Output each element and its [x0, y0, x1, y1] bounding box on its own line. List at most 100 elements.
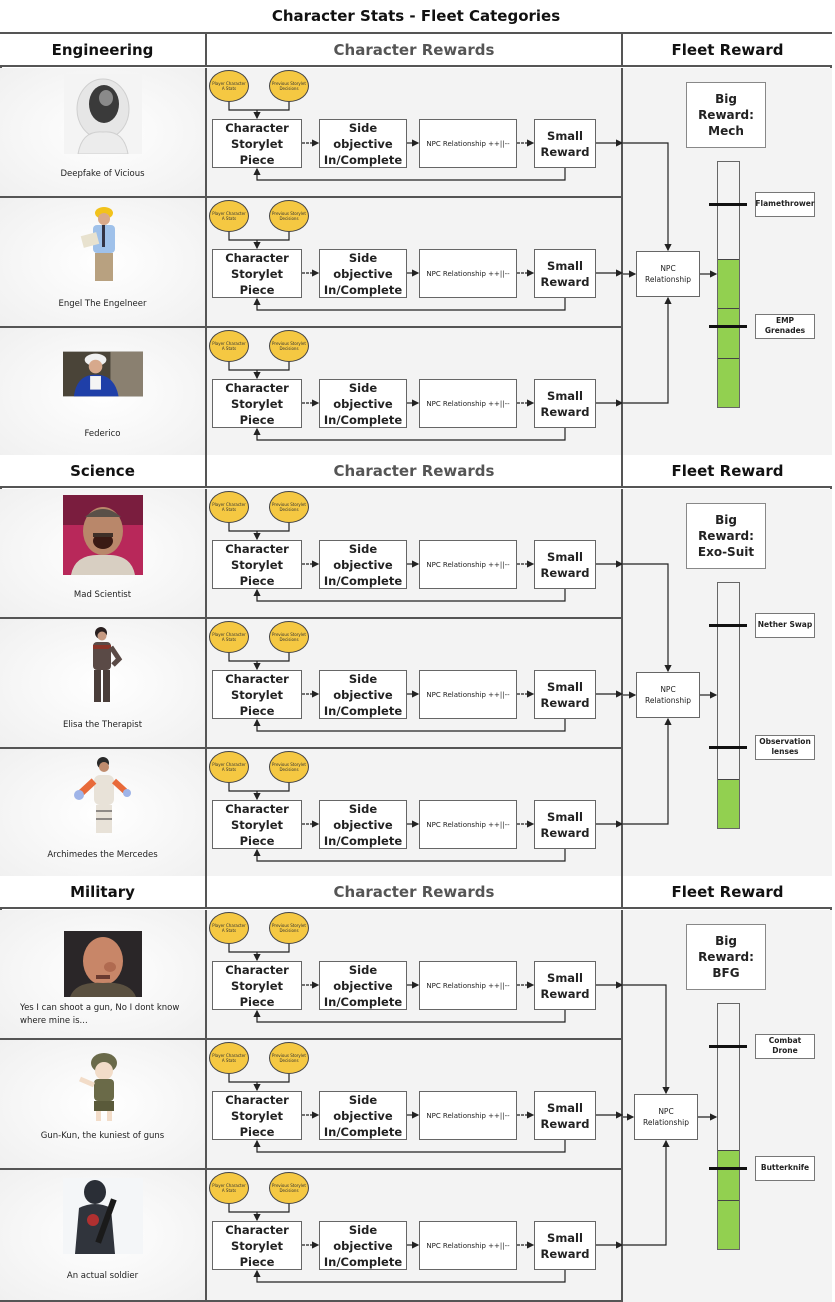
side-objective-box: Side objective In/Complete	[319, 670, 407, 719]
big-reward-box: Big Reward: Exo-Suit	[686, 503, 766, 569]
character-reward-flow: Player Character A Stats Previous Storyl…	[207, 1040, 624, 1170]
character-portrait	[63, 625, 143, 705]
character-rewards-header: Character Rewards	[207, 876, 623, 909]
side-objective-box: Side objective In/Complete	[319, 540, 407, 589]
npc-relationship-change-box: NPC Relationship ++||--	[419, 249, 517, 298]
character-card: Elisa the Therapist	[0, 619, 207, 749]
progress-segment-filled	[718, 778, 739, 828]
progress-segment-filled	[718, 357, 739, 407]
character-rewards-header: Character Rewards	[207, 34, 623, 67]
character-rewards-header: Character Rewards	[207, 455, 623, 488]
character-name: Elisa the Therapist	[62, 720, 143, 730]
fleet-progress-meter	[717, 582, 740, 829]
storylet-piece-box: Character Storylet Piece	[212, 800, 302, 849]
milestone-tick	[709, 1044, 747, 1048]
input-player-stats-oval: Player Character A Stats	[209, 621, 249, 653]
storylet-piece-box: Character Storylet Piece	[212, 1221, 302, 1270]
side-objective-box: Side objective In/Complete	[319, 379, 407, 428]
character-name: Yes I can shoot a gun, No I dont know wh…	[20, 1003, 180, 1026]
input-previous-decisions-oval: Previous Storylet Decisions	[269, 751, 309, 783]
progress-segment-filled	[718, 1150, 739, 1200]
progress-segment-filled	[718, 1199, 739, 1249]
side-objective-box: Side objective In/Complete	[319, 1221, 407, 1270]
character-portrait	[63, 755, 143, 835]
character-portrait	[62, 495, 143, 575]
npc-relationship-change-box: NPC Relationship ++||--	[419, 540, 517, 589]
side-objective-box: Side objective In/Complete	[319, 249, 407, 298]
small-reward-box: Small Reward	[534, 379, 596, 428]
character-card: Archimedes the Mercedes	[0, 749, 207, 881]
input-previous-decisions-oval: Previous Storylet Decisions	[269, 491, 309, 523]
category-section-military: Military Character Rewards Fleet Reward …	[0, 876, 832, 1302]
npc-relationship-change-box: NPC Relationship ++||--	[419, 119, 517, 168]
milestone-tick	[709, 324, 747, 328]
storylet-piece-box: Character Storylet Piece	[212, 379, 302, 428]
small-reward-box: Small Reward	[534, 119, 596, 168]
character-portrait	[62, 1176, 143, 1256]
fleet-reward-header: Fleet Reward	[623, 455, 832, 488]
npc-relationship-change-box: NPC Relationship ++||--	[419, 1221, 517, 1270]
character-reward-flow: Player Character A Stats Previous Storyl…	[207, 489, 624, 619]
input-previous-decisions-oval: Previous Storylet Decisions	[269, 1042, 309, 1074]
milestone-reward-box: Observation lenses	[755, 734, 815, 760]
fleet-reward-header: Fleet Reward	[623, 34, 832, 67]
input-player-stats-oval: Player Character A Stats	[209, 751, 249, 783]
character-card: Deepfake of Vicious	[0, 68, 207, 198]
input-previous-decisions-oval: Previous Storylet Decisions	[269, 621, 309, 653]
fleet-progress-meter	[717, 161, 740, 408]
character-portrait	[63, 924, 143, 1004]
big-reward-box: Big Reward: BFG	[686, 924, 766, 990]
milestone-reward-box: Combat Drone	[755, 1033, 815, 1059]
storylet-piece-box: Character Storylet Piece	[212, 249, 302, 298]
character-reward-flow: Player Character A Stats Previous Storyl…	[207, 910, 624, 1040]
progress-segment-filled	[718, 258, 739, 309]
npc-relationship-box: NPC Relationship	[636, 251, 700, 297]
npc-relationship-change-box: NPC Relationship ++||--	[419, 1091, 517, 1140]
character-card: Engel The Engelneer	[0, 198, 207, 328]
big-reward-box: Big Reward: Mech	[686, 82, 766, 148]
character-name: Mad Scientist	[73, 590, 132, 600]
character-name: Archimedes the Mercedes	[47, 850, 158, 860]
input-player-stats-oval: Player Character A Stats	[209, 200, 249, 232]
side-objective-box: Side objective In/Complete	[319, 800, 407, 849]
small-reward-box: Small Reward	[534, 800, 596, 849]
character-reward-flow: Player Character A Stats Previous Storyl…	[207, 68, 624, 198]
npc-relationship-box: NPC Relationship	[634, 1094, 698, 1140]
character-reward-flow: Player Character A Stats Previous Storyl…	[207, 749, 624, 881]
input-previous-decisions-oval: Previous Storylet Decisions	[269, 70, 309, 102]
input-player-stats-oval: Player Character A Stats	[209, 330, 249, 362]
character-name: Engel The Engelneer	[58, 299, 147, 309]
storylet-piece-box: Character Storylet Piece	[212, 1091, 302, 1140]
milestone-tick	[709, 1166, 747, 1170]
input-player-stats-oval: Player Character A Stats	[209, 70, 249, 102]
character-card: Yes I can shoot a gun, No I dont know wh…	[0, 910, 207, 1040]
storylet-piece-box: Character Storylet Piece	[212, 670, 302, 719]
side-objective-box: Side objective In/Complete	[319, 961, 407, 1010]
character-reward-flow: Player Character A Stats Previous Storyl…	[207, 198, 624, 328]
milestone-reward-box: EMP Grenades	[755, 313, 815, 339]
side-objective-box: Side objective In/Complete	[319, 1091, 407, 1140]
character-name: An actual soldier	[66, 1271, 139, 1281]
npc-relationship-box: NPC Relationship	[636, 672, 700, 718]
npc-relationship-change-box: NPC Relationship ++||--	[419, 800, 517, 849]
character-portrait	[63, 74, 143, 154]
input-player-stats-oval: Player Character A Stats	[209, 1042, 249, 1074]
input-player-stats-oval: Player Character A Stats	[209, 1172, 249, 1204]
small-reward-box: Small Reward	[534, 961, 596, 1010]
progress-segment-filled	[718, 308, 739, 358]
category-header: Military	[0, 876, 207, 909]
fleet-reward-panel: Big Reward: Mech NPC Relationship Flamet…	[623, 68, 832, 460]
fleet-reward-panel: Big Reward: Exo-Suit NPC Relationship Ne…	[623, 489, 832, 881]
input-previous-decisions-oval: Previous Storylet Decisions	[269, 200, 309, 232]
input-player-stats-oval: Player Character A Stats	[209, 491, 249, 523]
small-reward-box: Small Reward	[534, 1221, 596, 1270]
milestone-tick	[709, 623, 747, 627]
storylet-piece-box: Character Storylet Piece	[212, 119, 302, 168]
milestone-tick	[709, 745, 747, 749]
page-title: Character Stats - Fleet Categories	[0, 0, 832, 34]
input-previous-decisions-oval: Previous Storylet Decisions	[269, 330, 309, 362]
fleet-reward-header: Fleet Reward	[623, 876, 832, 909]
npc-relationship-change-box: NPC Relationship ++||--	[419, 379, 517, 428]
character-portrait	[62, 334, 143, 414]
milestone-tick	[709, 202, 747, 206]
